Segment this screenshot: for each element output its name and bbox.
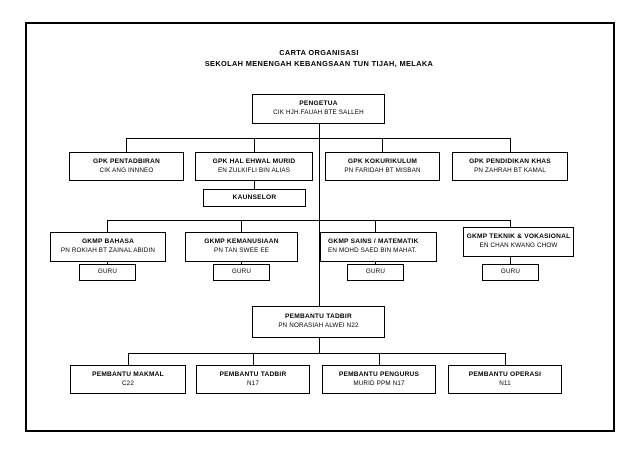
connector-gpk-drop-1	[126, 138, 128, 152]
node-gpk-koku-role: GPK KOKURIKULUM	[347, 157, 418, 165]
node-gkmp-teknik-name: EN CHAN KWANG CHOW	[479, 242, 558, 250]
node-admin-name: PN NORASIAH ALWEI N22	[278, 322, 359, 330]
node-guru-3-role: GURU	[365, 268, 386, 276]
connector-gkmp-drop-1	[107, 220, 109, 232]
node-pengetua-name: CIK HJH.FAUAH BTE SALLEH	[273, 109, 364, 117]
node-gkmp-kemanusiaan-name: PN TAN SWEE EE	[213, 247, 270, 255]
connector-gkmp-drop-3	[375, 220, 377, 232]
node-gkmp-bahasa-name: PN ROKIAH BT ZAINAL ABIDIN	[60, 247, 156, 255]
node-gkmp-bahasa[interactable]: GKMP BAHASA PN ROKIAH BT ZAINAL ABIDIN	[50, 232, 166, 262]
node-pengetua-role: PENGETUA	[299, 100, 338, 108]
node-gkmp-kemanusiaan[interactable]: GKMP KEMANUSIAAN PN TAN SWEE EE	[185, 232, 298, 262]
node-gkmp-sains-matematik[interactable]: GKMP SAINS / MATEMATIK EN MOHD SAED BIN …	[320, 232, 437, 262]
node-gpk-khas-role: GPK PENDIDIKAN KHAS	[469, 157, 551, 165]
node-gpk-hem-name: EN ZULKIFLI BIN ALIAS	[217, 166, 291, 174]
node-gpk-koku-name: PN FARIDAH BT MISBAN	[344, 166, 421, 174]
connector-gpk-drop-4	[510, 138, 512, 152]
connector-support-drop-1	[128, 353, 130, 365]
connector-gkmp-drop-2	[241, 220, 243, 232]
node-makmal-role: PEMBANTU MAKMAL	[92, 370, 164, 378]
node-gpk-pentadbiran[interactable]: GPK PENTADBIRAN CIK ANG INNNEO	[69, 152, 184, 181]
node-gkmp-bahasa-role: GKMP BAHASA	[81, 238, 135, 246]
node-pengurus-grade: MURID PPM N17	[353, 379, 405, 387]
node-gkmp-teknik-role: GKMP TEKNIK & VOKASIONAL	[466, 233, 571, 241]
connector-guru-stem-4	[510, 254, 512, 264]
connector-counselor-stem	[254, 180, 256, 189]
node-pembantu-pengurus-murid[interactable]: PEMBANTU PENGURUS MURID PPM N17	[322, 365, 436, 394]
node-pembantu-operasi[interactable]: PEMBANTU OPERASI N11	[448, 365, 562, 394]
node-gpk-pendidikan-khas[interactable]: GPK PENDIDIKAN KHAS PN ZAHRAH BT KAMAL	[452, 152, 568, 181]
connector-admin-stem	[318, 338, 320, 354]
node-gpk-khas-name: PN ZAHRAH BT KAMAL	[474, 166, 546, 174]
title-line-2: SEKOLAH MENENGAH KEBANGSAAN TUN TIJAH, M…	[204, 58, 434, 68]
node-gkmp-sains-name: EN MOHD SAED BIN MAHAT.	[328, 247, 417, 255]
node-operasi-grade: N11	[499, 379, 511, 387]
connector-gpk-drop-2	[254, 138, 256, 152]
node-gkmp-kemanusiaan-role: GKMP KEMANUSIAAN	[204, 238, 279, 246]
connector-support-drop-3	[379, 353, 381, 365]
node-gkmp-teknik-vokasional[interactable]: GKMP TEKNIK & VOKASIONAL EN CHAN KWANG C…	[463, 227, 574, 257]
connector-spine-to-admin	[318, 220, 320, 306]
node-tadbir-role: PEMBANTU TADBIR	[219, 370, 287, 378]
node-pembantu-tadbir-n17[interactable]: PEMBANTU TADBIR N17	[196, 365, 310, 394]
node-tadbir-grade: N17	[246, 379, 259, 387]
node-pembantu-tadbir-n22[interactable]: PEMBANTU TADBIR PN NORASIAH ALWEI N22	[252, 306, 385, 338]
title-line-1: CARTA ORGANISASI	[279, 48, 359, 57]
connector-principal-stem	[318, 124, 320, 151]
connector-gkmp-bus	[107, 220, 511, 222]
connector-center-spine	[318, 138, 320, 220]
connector-support-drop-4	[505, 353, 507, 365]
node-gkmp-sains-role: GKMP SAINS / MATEMATIK	[328, 238, 419, 246]
node-gpk-hal-ehwal-murid[interactable]: GPK HAL EHWAL MURID EN ZULKIFLI BIN ALIA…	[195, 152, 313, 181]
node-guru-1-role: GURU	[97, 268, 118, 276]
node-guru-1[interactable]: GURU	[79, 264, 136, 281]
connector-support-bus	[128, 353, 505, 355]
node-gpk-hem-role: GPK HAL EHWAL MURID	[212, 157, 296, 165]
connector-gkmp-drop-4	[510, 220, 512, 232]
node-kaunselor[interactable]: KAUNSELOR	[203, 189, 306, 207]
node-kaunselor-role: KAUNSELOR	[232, 193, 277, 201]
node-gpk-pentadbiran-name: CIK ANG INNNEO	[99, 166, 154, 174]
node-guru-2-role: GURU	[231, 268, 252, 276]
node-operasi-role: PEMBANTU OPERASI	[468, 370, 542, 378]
connector-support-drop-2	[253, 353, 255, 365]
node-gpk-pentadbiran-role: GPK PENTADBIRAN	[93, 157, 160, 165]
node-pembantu-makmal[interactable]: PEMBANTU MAKMAL C22	[70, 365, 186, 394]
node-admin-role: PEMBANTU TADBIR	[285, 313, 352, 321]
node-pengetua[interactable]: PENGETUA CIK HJH.FAUAH BTE SALLEH	[252, 94, 385, 124]
node-guru-3[interactable]: GURU	[347, 264, 404, 281]
connector-gpk-drop-3	[382, 138, 384, 152]
node-pengurus-role: PEMBANTU PENGURUS	[338, 370, 420, 378]
node-guru-4-role: GURU	[500, 268, 521, 276]
node-guru-2[interactable]: GURU	[213, 264, 270, 281]
page-border	[25, 22, 615, 432]
node-guru-4[interactable]: GURU	[482, 264, 539, 281]
node-gpk-kokurikulum[interactable]: GPK KOKURIKULUM PN FARIDAH BT MISBAN	[325, 152, 440, 181]
chart-title: CARTA ORGANISASI SEKOLAH MENENGAH KEBANG…	[0, 48, 638, 69]
node-makmal-grade: C22	[121, 379, 134, 387]
